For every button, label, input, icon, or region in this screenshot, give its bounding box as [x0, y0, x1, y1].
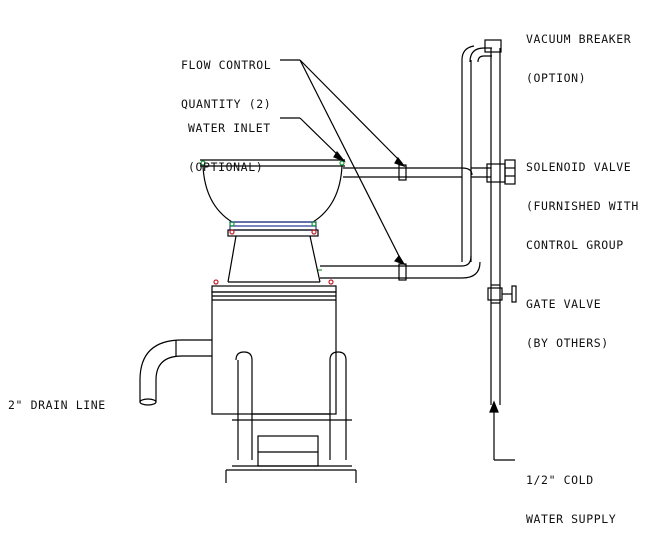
- leader-flow-control: [280, 59, 406, 266]
- lower-frame: [225, 351, 357, 483]
- upper-horizontal-pipe: [343, 167, 491, 178]
- flow-control-label-line-2: QUANTITY (2): [181, 97, 272, 111]
- motor-housing: [211, 285, 337, 415]
- solenoid-valve-label: SOLENOID VALVE (FURNISHED WITH CONTROL G…: [526, 135, 639, 265]
- vacuum-breaker-label-line-2: (OPTION): [526, 71, 587, 85]
- disposer-piping-diagram: [139, 39, 517, 483]
- disposer-neck: [213, 235, 334, 285]
- branch-vertical-pipe: [461, 45, 475, 262]
- gate-valve-label-line-1: GATE VALVE: [526, 297, 602, 311]
- vacuum-breaker-label: VACUUM BREAKER (OPTION): [526, 7, 631, 98]
- lower-horizontal-pipe: [320, 255, 481, 279]
- water-inlet-label-line-2: (OPTIONAL): [188, 160, 264, 174]
- cold-water-supply-label-line-1: 1/2" COLD: [526, 473, 594, 487]
- water-inlet-label-line-1: WATER INLET: [188, 121, 271, 135]
- cold-water-supply-label-line-2: WATER SUPPLY: [526, 512, 617, 526]
- solenoid-valve: [486, 159, 516, 185]
- gate-valve-label-line-2: (BY OTHERS): [526, 336, 609, 350]
- flow-control-upper: [398, 164, 407, 181]
- gate-valve: [487, 284, 517, 304]
- vertical-supply-pipe: [490, 48, 501, 405]
- supply-arrow: [489, 400, 515, 461]
- flow-control-label-line-1: FLOW CONTROL: [181, 58, 272, 72]
- solenoid-valve-label-line-3: CONTROL GROUP: [526, 238, 624, 252]
- solenoid-valve-label-line-2: (FURNISHED WITH: [526, 199, 639, 213]
- drain-line-label: 2" DRAIN LINE: [8, 373, 106, 425]
- cold-water-supply-label: 1/2" COLD WATER SUPPLY: [526, 448, 616, 539]
- gate-valve-label: GATE VALVE (BY OTHERS): [526, 272, 609, 363]
- flow-control-label: FLOW CONTROL QUANTITY (2): [181, 33, 271, 124]
- vacuum-breaker-label-line-1: VACUUM BREAKER: [526, 32, 632, 46]
- drain-line-label-line-1: 2" DRAIN LINE: [8, 398, 106, 412]
- leader-water-inlet: [280, 117, 346, 163]
- water-inlet-label: WATER INLET (OPTIONAL): [188, 96, 271, 187]
- mounting-flange: [227, 221, 319, 237]
- drain-elbow: [139, 339, 212, 406]
- vacuum-breaker: [469, 39, 502, 63]
- solenoid-valve-label-line-1: SOLENOID VALVE: [526, 160, 632, 174]
